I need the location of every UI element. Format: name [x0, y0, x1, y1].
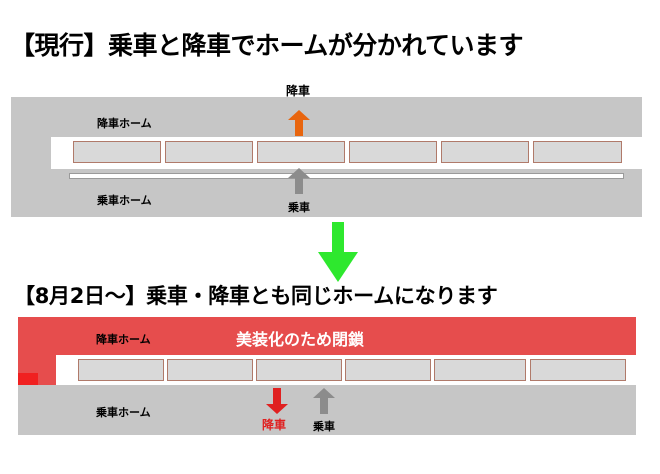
current-train	[73, 141, 622, 163]
new-train	[78, 359, 626, 381]
arrow-up-icon	[313, 388, 335, 414]
current-alighting-label: 降車	[286, 84, 311, 98]
new-heading: 【8月2日～】乗車・降車とも同じホームになります	[14, 284, 498, 308]
new-closed-text: 美装化のため閉鎖	[236, 330, 365, 349]
current-heading: 【現行】乗車と降車でホームが分かれています	[10, 31, 524, 60]
new-closed-marker	[18, 373, 38, 385]
current-diagram: 降車ホーム 乗車ホーム	[11, 97, 642, 217]
train-car	[165, 141, 253, 163]
train-car	[78, 359, 164, 381]
train-car	[256, 359, 342, 381]
new-alighting-label: 降車	[262, 418, 287, 432]
train-car	[434, 359, 526, 381]
train-car	[73, 141, 161, 163]
train-car	[167, 359, 253, 381]
train-car	[345, 359, 431, 381]
train-car	[349, 141, 437, 163]
train-car	[530, 359, 626, 381]
arrow-down-icon	[266, 388, 288, 414]
current-boarding-label: 乗車	[288, 201, 310, 214]
new-boarding-platform-label: 乗車ホーム	[96, 406, 151, 419]
train-car	[533, 141, 622, 163]
train-car	[441, 141, 529, 163]
arrow-up-icon	[288, 168, 310, 194]
new-closed-platform	[18, 317, 636, 355]
current-platform-edge	[69, 173, 624, 179]
current-alighting-platform	[11, 97, 642, 137]
train-car	[257, 141, 345, 163]
arrow-down-icon	[318, 222, 358, 282]
current-alighting-platform-label: 降車ホーム	[97, 117, 152, 130]
new-boarding-label: 乗車	[313, 420, 335, 433]
arrow-up-icon	[288, 110, 310, 136]
current-boarding-platform-label: 乗車ホーム	[97, 194, 152, 207]
new-alighting-platform-label: 降車ホーム	[96, 333, 151, 346]
